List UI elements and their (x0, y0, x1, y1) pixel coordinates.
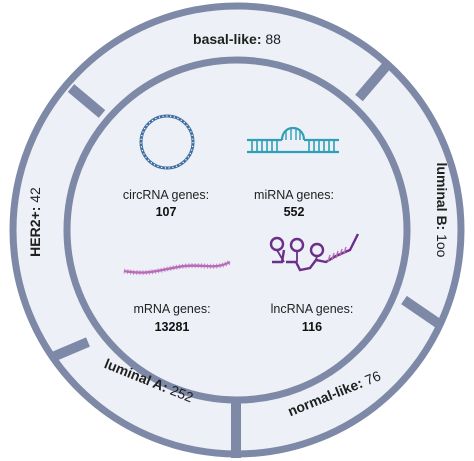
gene-count-mrna: 13281 (155, 320, 190, 334)
subtype-label-luminal-b: luminal B: 1oo (434, 163, 450, 258)
inner-circle (63, 56, 411, 404)
gene-count-mirna: 552 (284, 205, 305, 219)
mrna-icon (123, 259, 232, 276)
divider (53, 337, 90, 361)
gene-label-mrna: mRNA genes: (133, 302, 210, 316)
divider (401, 295, 445, 331)
gene-label-mirna: miRNA genes: (254, 188, 334, 202)
gene-label-circrna: circRNA genes: (123, 188, 209, 202)
gene-label-lncrna: lncRNA genes: (271, 302, 354, 316)
gene-count-circrna: 107 (156, 205, 177, 219)
divider (355, 60, 392, 102)
gene-count-lncrna: 116 (302, 320, 322, 334)
mirna-icon (247, 126, 339, 154)
segment-dividers (53, 60, 445, 458)
subtype-label-her2: HER2+: 42 (27, 187, 43, 257)
lncrna-icon (269, 233, 360, 272)
divider (67, 84, 106, 118)
circrna-icon (139, 114, 195, 170)
subtype-label-basal-like: basal-like: 88 (193, 31, 281, 47)
